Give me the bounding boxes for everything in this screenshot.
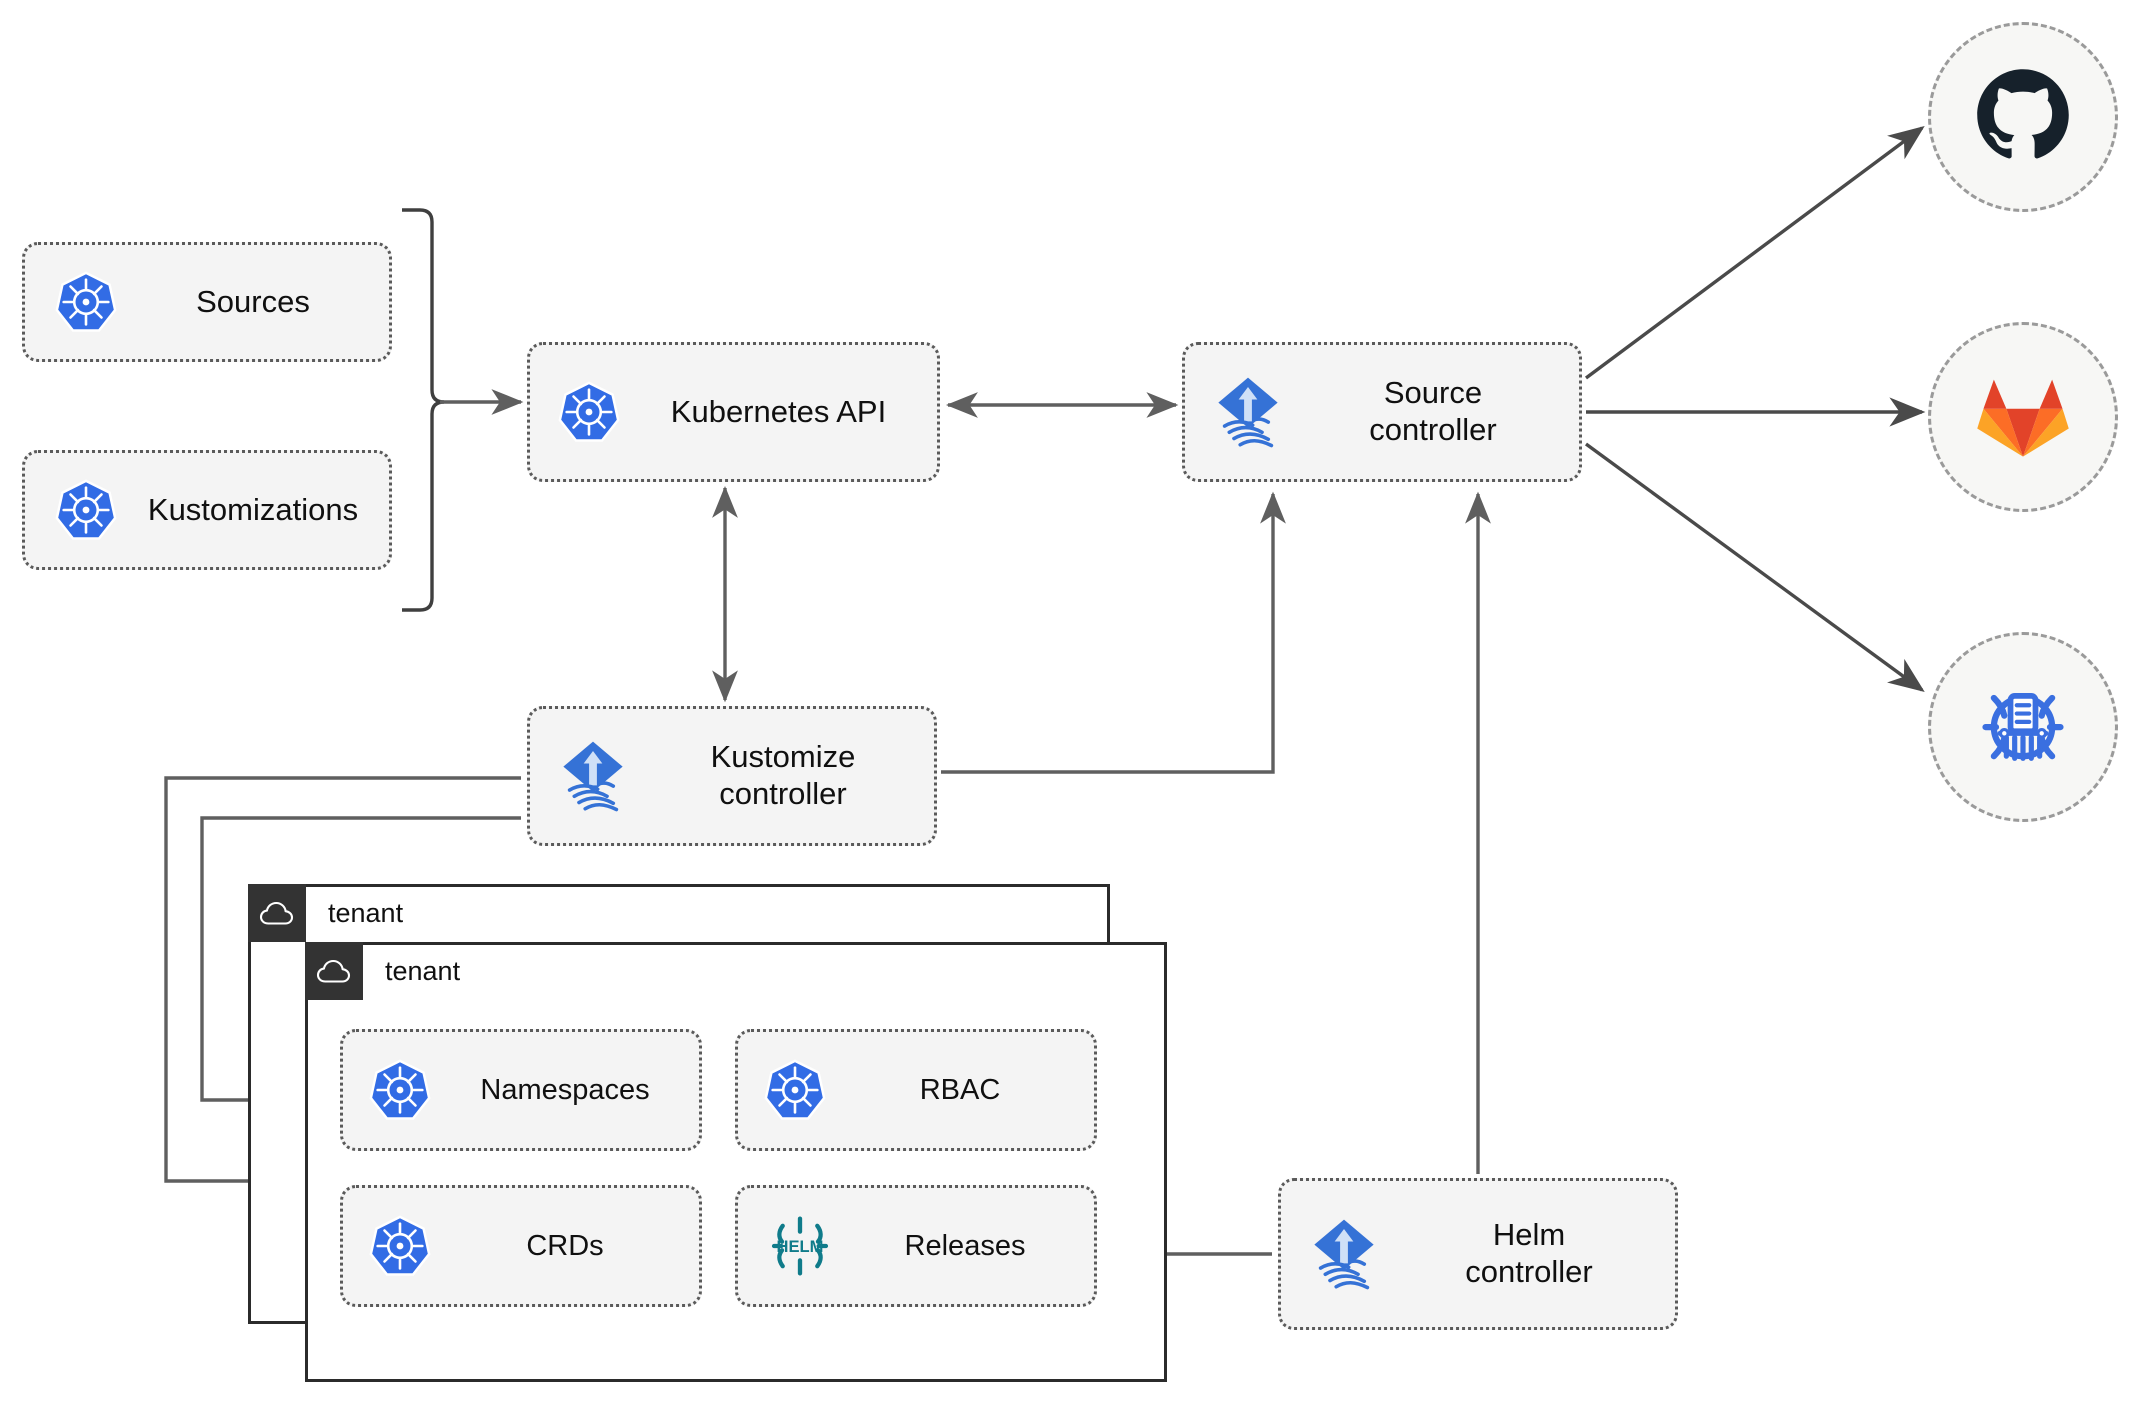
tenant-container-front[interactable]: tenant [305,942,1167,1382]
tenant-header-back: tenant [248,884,403,942]
helm-repository-icon [1971,673,2075,782]
edge-source-controller-to-helm-repository [1584,442,1925,693]
node-kustomizations[interactable]: Kustomizations [22,450,392,570]
edge-source-controller-to-github [1584,125,1925,380]
github-icon [1971,63,2075,172]
node-label: Helm controller [1465,1217,1593,1289]
external-source-github[interactable] [1928,22,2118,212]
kubernetes-icon [55,479,117,541]
helm-icon: HELM [764,1210,836,1282]
kubernetes-icon [369,1215,431,1277]
node-label: Kubernetes API [670,393,887,429]
external-source-helm-repository[interactable] [1928,632,2118,822]
edge-group-brace [402,208,445,612]
gitlab-icon [1971,363,2075,472]
node-source-controller[interactable]: Source controller [1182,342,1582,482]
kubernetes-icon [558,381,620,443]
node-kubernetes-api[interactable]: Kubernetes API [527,342,940,482]
external-source-gitlab[interactable] [1928,322,2118,512]
tenant-label: tenant [328,897,404,928]
node-label: Releases [904,1229,1026,1262]
node-label: Sources [196,283,310,319]
flux-icon [554,737,632,815]
tenant-label: tenant [385,955,461,986]
node-rbac[interactable]: RBAC [735,1029,1097,1151]
svg-text:HELM: HELM [777,1237,824,1256]
flux-icon [1209,373,1287,451]
node-releases[interactable]: HELM Releases [735,1185,1097,1307]
cloud-icon [248,884,306,942]
kubernetes-icon [369,1059,431,1121]
node-label: CRDs [526,1229,604,1262]
node-label: Source controller [1369,375,1497,447]
node-helm-controller[interactable]: Helm controller [1278,1178,1678,1330]
tenant-header-front: tenant [305,942,460,1000]
flux-icon [1305,1215,1383,1293]
edge-kustomize-controller-to-source-controller [941,491,1286,774]
kubernetes-icon [55,271,117,333]
node-label: Kustomizations [147,491,359,527]
node-label: RBAC [919,1073,1001,1106]
node-label: Namespaces [480,1073,650,1106]
cloud-icon [305,942,363,1000]
node-sources[interactable]: Sources [22,242,392,362]
kubernetes-icon [764,1059,826,1121]
node-namespaces[interactable]: Namespaces [340,1029,702,1151]
node-kustomize-controller[interactable]: Kustomize controller [527,706,937,846]
node-label: Kustomize controller [710,739,856,811]
node-crds[interactable]: CRDs [340,1185,702,1307]
